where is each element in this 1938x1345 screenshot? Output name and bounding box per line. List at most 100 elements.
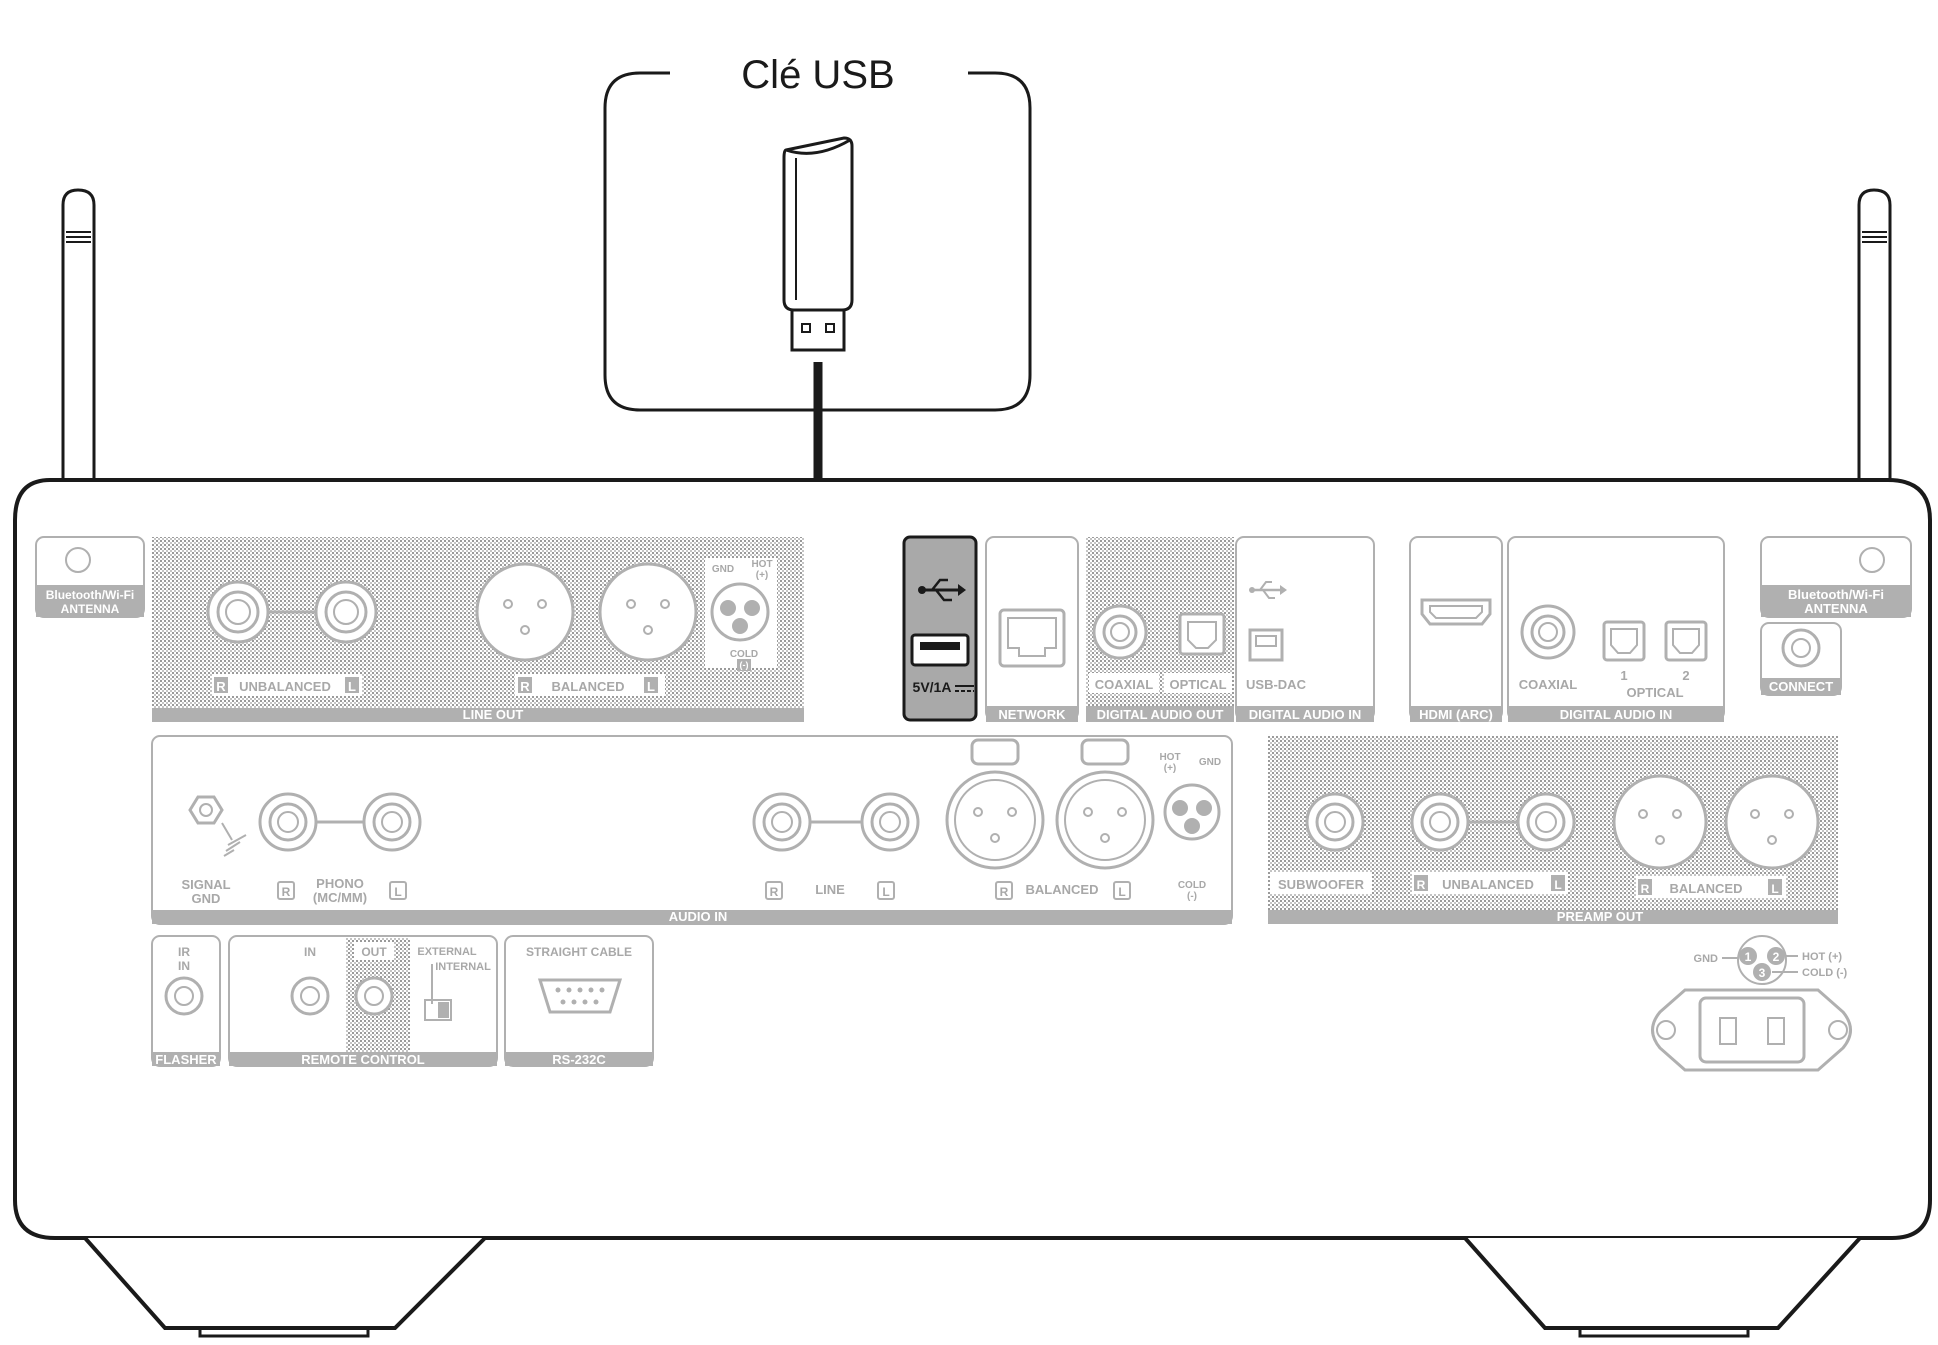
digital-in-optical: OPTICAL	[1626, 685, 1683, 700]
rca-jack	[314, 580, 378, 644]
audio-in-gnd: GND	[1199, 757, 1221, 768]
xlr-output-jack	[598, 562, 698, 662]
digital-in-coaxial: COAXIAL	[1519, 677, 1578, 692]
legend-gnd: GND	[1694, 953, 1719, 965]
line-out-balanced-r: R	[520, 679, 530, 694]
rca-jack	[752, 792, 812, 852]
balanced-in-label: BALANCED	[1026, 882, 1099, 897]
digital-in-1: 1	[1620, 668, 1627, 683]
rca-jack	[258, 792, 318, 852]
flasher-ir: IR	[178, 945, 190, 959]
remote-control-panel: IN OUT EXTERNAL INTERNAL REMOTE CONTROL	[228, 935, 498, 1067]
line-out-pin-hot: HOT	[751, 559, 772, 570]
usb-port-panel[interactable]: 5V/1A	[902, 535, 978, 722]
remote-external-label: EXTERNAL	[417, 946, 477, 958]
phono-r: R	[282, 885, 291, 899]
preamp-balanced-l: L	[1771, 882, 1778, 896]
line-out-pin-gnd: GND	[712, 564, 734, 575]
audio-in-hot: HOT	[1159, 752, 1180, 763]
usb-dac-icon	[1249, 581, 1287, 599]
xlr-output-jack	[1612, 774, 1708, 870]
antenna-left-label-2: ANTENNA	[61, 602, 120, 616]
rca-jack	[362, 792, 422, 852]
balanced-in-l: L	[1118, 885, 1125, 899]
network-label: NETWORK	[998, 707, 1066, 722]
preamp-balanced-r: R	[1641, 882, 1650, 896]
line-out-cold-sign: (-)	[740, 660, 749, 670]
antenna-left-label-1: Bluetooth/Wi-Fi	[46, 588, 135, 602]
remote-toggle-switch[interactable]	[424, 999, 452, 1021]
flasher-panel: IR IN FLASHER	[151, 935, 221, 1067]
network-port-panel: NETWORK	[985, 536, 1079, 722]
subwoofer-label: SUBWOOFER	[1278, 877, 1365, 892]
line-out-l: L	[348, 679, 356, 694]
antenna-right-label-1: Bluetooth/Wi-Fi	[1788, 587, 1884, 602]
antenna-terminal-right: Bluetooth/Wi-Fi ANTENNA	[1760, 536, 1912, 618]
subwoofer-jack	[1305, 792, 1365, 852]
xlr-output-jack	[475, 562, 575, 662]
line-r: R	[770, 885, 779, 899]
line-out-unbalanced: UNBALANCED	[239, 679, 331, 694]
ac-inlet	[1651, 988, 1852, 1072]
preamp-balanced-label: BALANCED	[1670, 881, 1743, 896]
usb-dac-section-label: DIGITAL AUDIO IN	[1249, 707, 1361, 722]
preamp-unbalanced-l: L	[1554, 878, 1561, 892]
audio-in-hot-sign: (+)	[1164, 763, 1177, 774]
preamp-out-label: PREAMP OUT	[1557, 909, 1643, 924]
xlr-pin-legend: GND 1 2 3 HOT (+) COLD (-)	[1694, 935, 1848, 985]
digital-out-coaxial: COAXIAL	[1095, 677, 1154, 692]
usb-dac-panel: USB-DAC DIGITAL AUDIO IN	[1235, 536, 1375, 722]
digital-in-2: 2	[1682, 668, 1689, 683]
antenna-terminal-left: Bluetooth/Wi-Fi ANTENNA	[35, 536, 145, 618]
usb-stick-icon	[782, 136, 854, 352]
line-out-section-label: LINE OUT	[463, 707, 524, 722]
digital-audio-in-label: DIGITAL AUDIO IN	[1560, 707, 1672, 722]
usb-dac-label: USB-DAC	[1246, 677, 1307, 692]
remote-in-label: IN	[304, 945, 316, 959]
signal-gnd-terminal	[188, 795, 247, 857]
connect-label: CONNECT	[1769, 679, 1833, 694]
legend-pin-1: 1	[1745, 950, 1752, 964]
phono-l: L	[394, 885, 401, 899]
flasher-label: FLASHER	[155, 1052, 217, 1067]
rs232c-cable-label: STRAIGHT CABLE	[526, 945, 632, 959]
rca-jack	[206, 580, 270, 644]
antenna-left	[61, 188, 96, 480]
hdmi-label: HDMI (ARC)	[1419, 707, 1493, 722]
preamp-out-panel: PREAMP OUT SUBW	[1268, 736, 1838, 924]
usb-callout: Clé USB	[603, 53, 1032, 412]
legend-hot: HOT (+)	[1802, 951, 1842, 963]
rs232c-panel: STRAIGHT CABLE RS-232C	[504, 935, 654, 1067]
signal-label: SIGNAL	[181, 877, 230, 892]
hdmi-panel: HDMI (ARC)	[1409, 536, 1503, 722]
signal-gnd-label: GND	[192, 891, 221, 906]
audio-in-panel: AUDIO IN SIGNAL GND R PHONO (MC/MM) L	[151, 735, 1233, 925]
audio-in-cold-sign: (-)	[1187, 891, 1197, 902]
rs232c-label: RS-232C	[552, 1052, 606, 1067]
rca-jack	[1410, 792, 1470, 852]
line-out-cold: COLD	[730, 649, 758, 660]
xlr-input-jack	[1055, 738, 1155, 870]
legend-cold: COLD (-)	[1802, 967, 1848, 979]
xlr-output-jack	[1724, 774, 1820, 870]
xlr-input-jack	[945, 738, 1045, 870]
digital-audio-out-panel: COAXIAL OPTICAL DIGITAL AUDIO OUT	[1086, 537, 1234, 722]
audio-in-cold: COLD	[1178, 880, 1206, 891]
antenna-right-label-2: ANTENNA	[1804, 601, 1868, 616]
digital-audio-out-label: DIGITAL AUDIO OUT	[1097, 707, 1224, 722]
remote-control-label: REMOTE CONTROL	[301, 1052, 425, 1067]
connect-panel: CONNECT	[1760, 622, 1842, 696]
digital-audio-in-panel: COAXIAL 1 2 OPTICAL DIGITAL AUDIO IN	[1507, 536, 1725, 722]
audio-in-label: AUDIO IN	[669, 909, 728, 924]
legend-pin-2: 2	[1773, 950, 1780, 964]
usb-a-socket[interactable]	[910, 633, 970, 667]
remote-internal-label: INTERNAL	[435, 961, 491, 973]
line-out-r: R	[216, 679, 226, 694]
rca-jack	[1516, 792, 1576, 852]
line-out-balanced: BALANCED	[552, 679, 625, 694]
line-label: LINE	[815, 882, 845, 897]
remote-out-label: OUT	[361, 945, 387, 959]
usb-icon	[918, 578, 966, 602]
phono-label: PHONO	[316, 876, 364, 891]
